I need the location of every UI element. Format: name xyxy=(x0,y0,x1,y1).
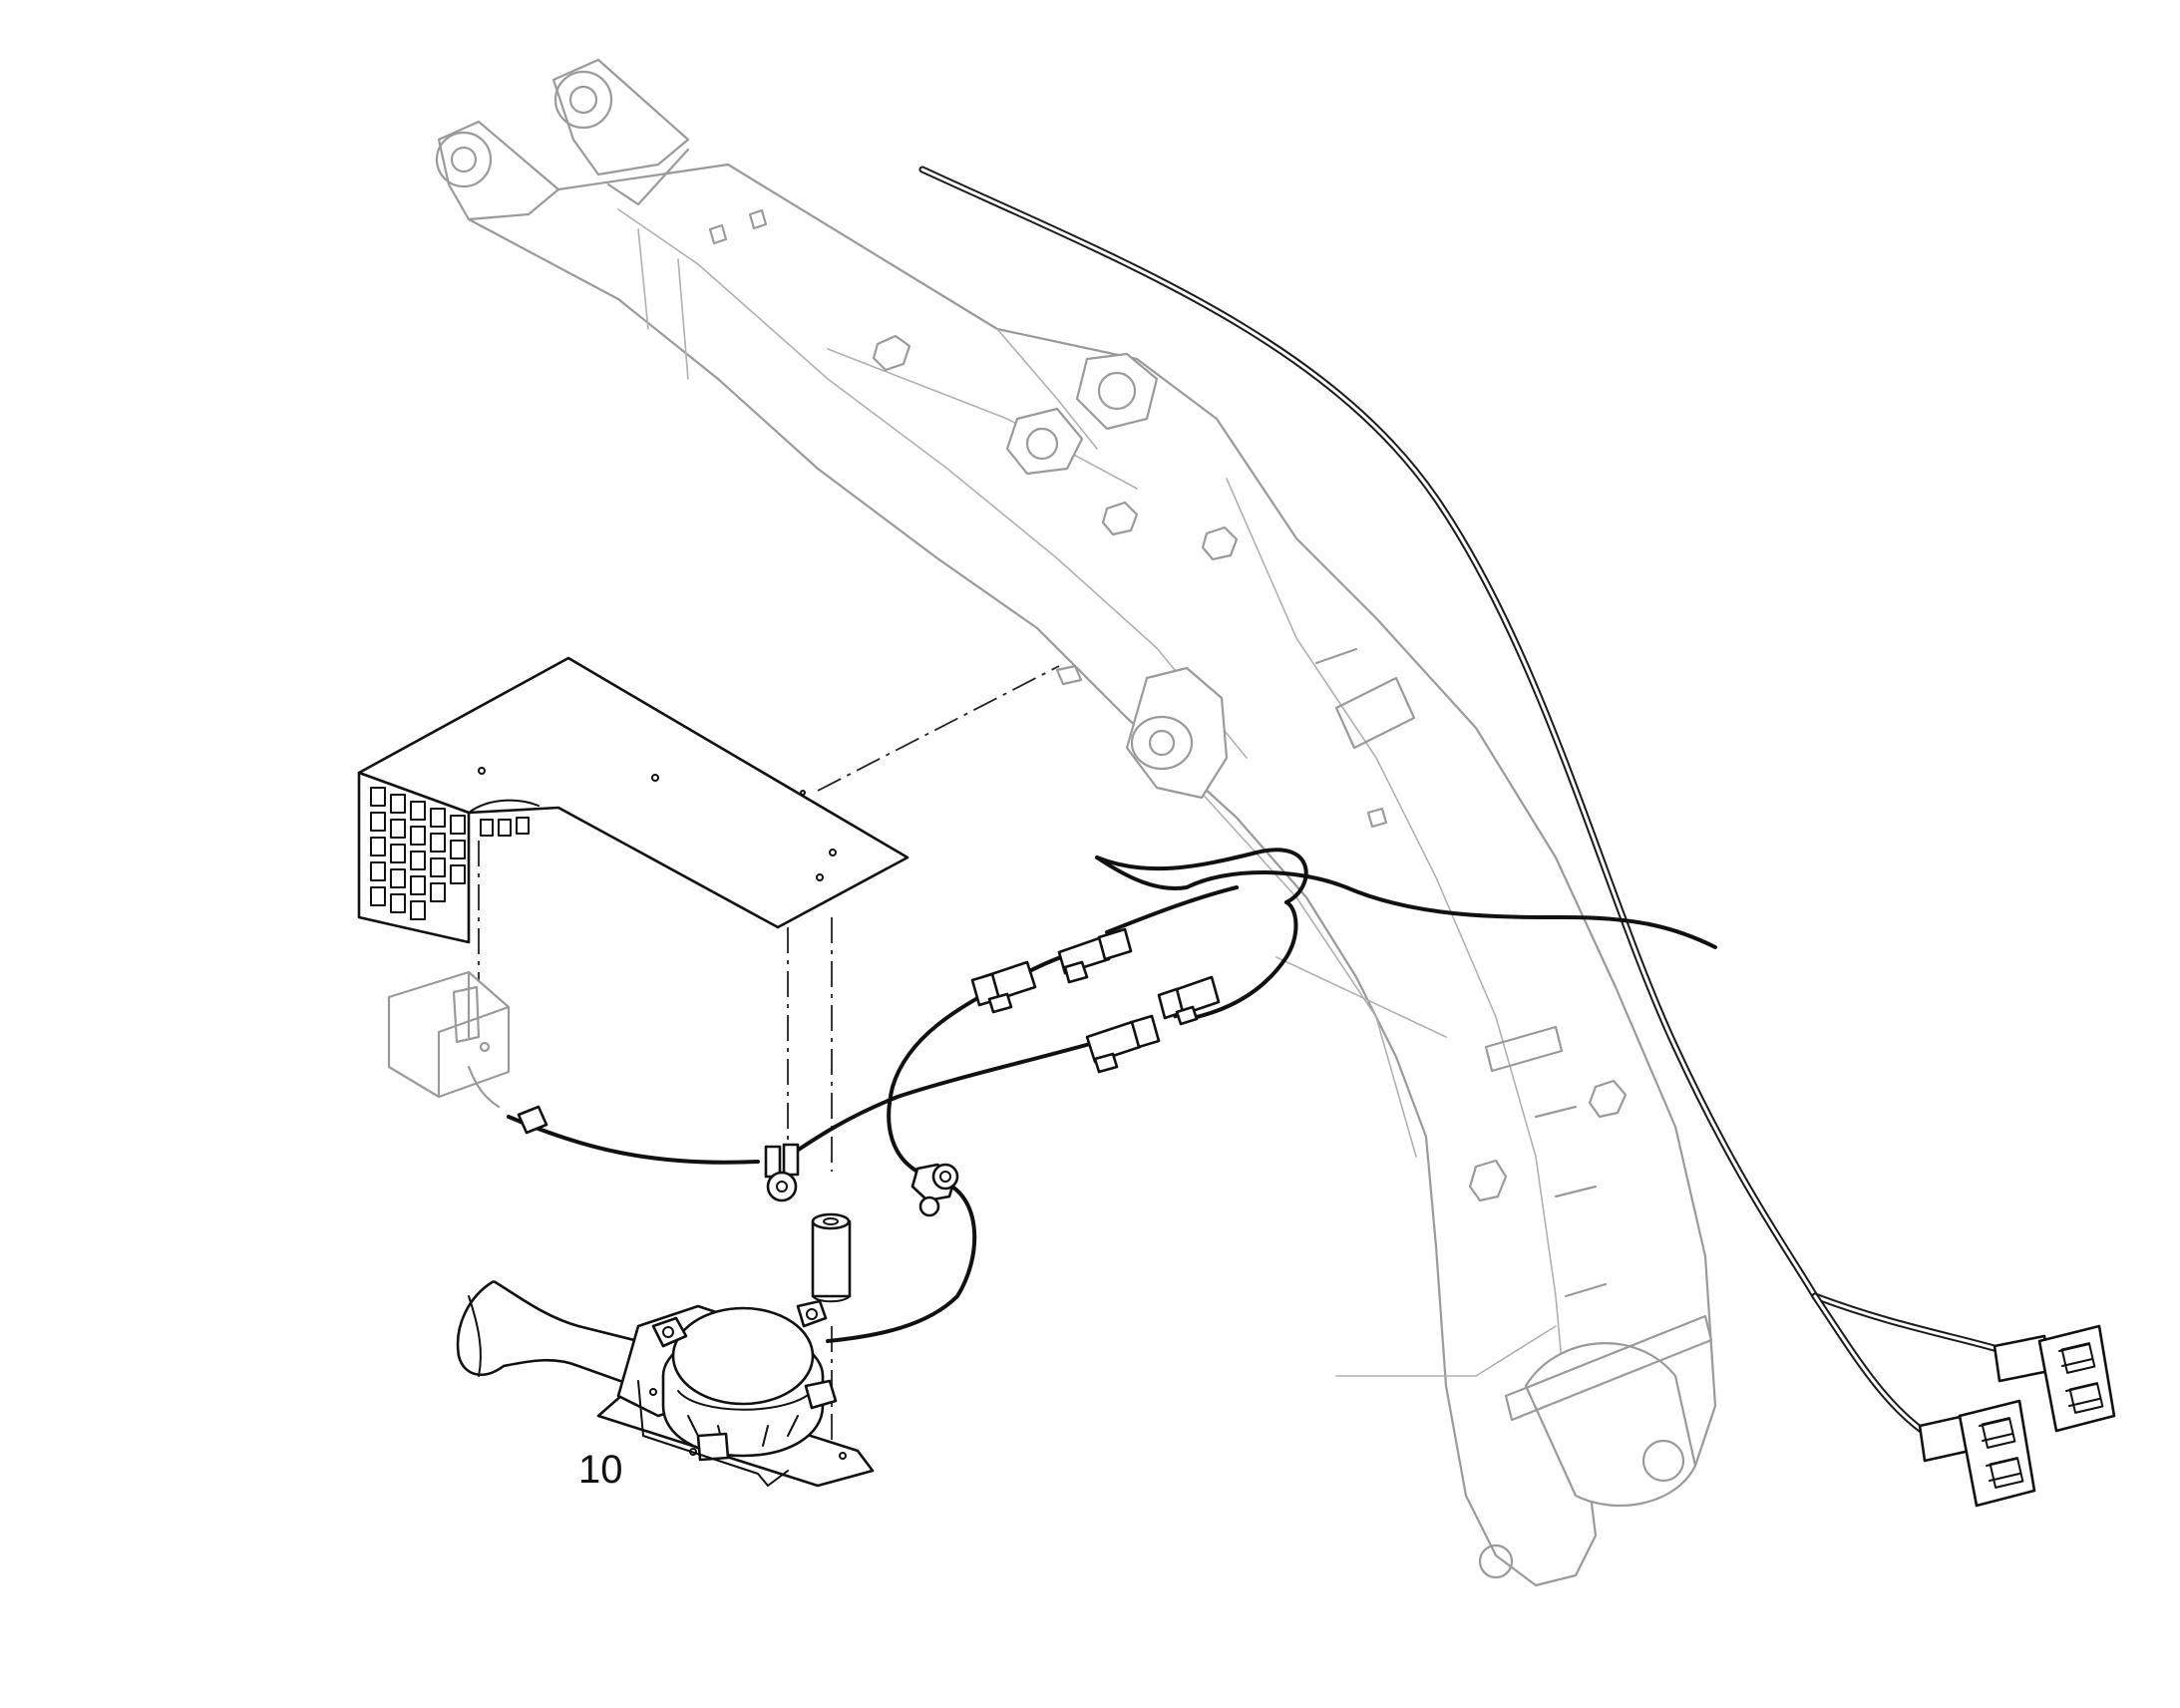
horn-mounting-bracket xyxy=(357,656,909,944)
ring-terminal xyxy=(517,1105,959,1217)
multi-pin-connector-lower xyxy=(1918,1399,2036,1508)
callout-10: 10 xyxy=(578,1448,623,1492)
wire-harness xyxy=(507,848,1717,1343)
excavator-boom-outline xyxy=(435,58,1717,1587)
spacer-tube xyxy=(811,1212,852,1303)
relay-module xyxy=(387,970,511,1109)
wire-harness-main-cable xyxy=(918,166,2008,1440)
air-horn xyxy=(456,1279,875,1488)
inline-connector xyxy=(970,927,1221,1074)
multi-pin-connector-upper xyxy=(1993,1324,2116,1433)
